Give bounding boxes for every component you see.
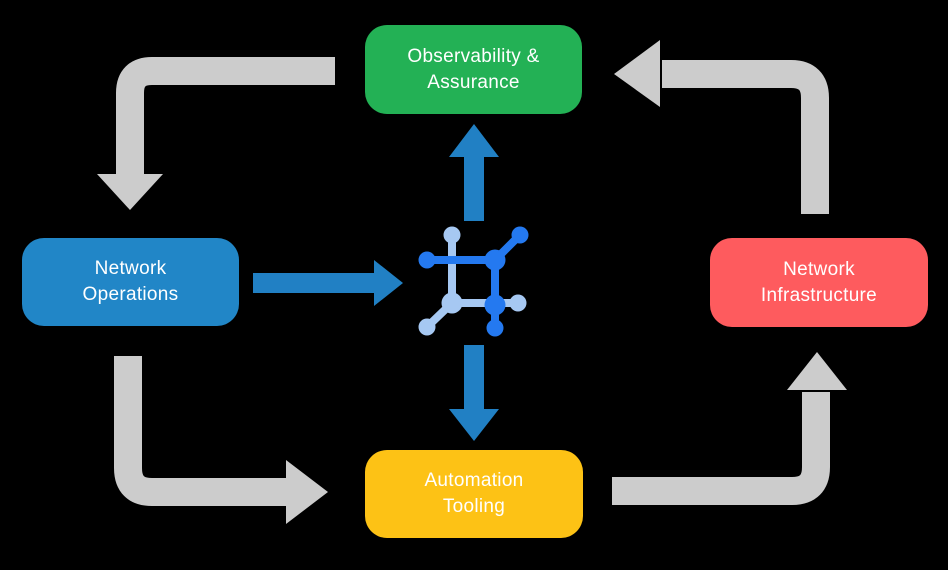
arrowhead-down-icon xyxy=(449,409,499,441)
cycle-arrow-infrastructure-to-observability xyxy=(614,40,829,214)
cycle-arrow-automation-to-infrastructure xyxy=(612,352,847,505)
network-node-icon-light-nodes xyxy=(418,226,527,336)
node-label-line1: Observability & xyxy=(407,45,540,67)
node-label-line1: Automation xyxy=(424,470,524,492)
network-node-icon xyxy=(418,226,529,337)
flow-arrow-operations-to-hub xyxy=(253,260,403,306)
arrowhead-down-icon xyxy=(97,174,163,210)
arrowhead-right-icon xyxy=(374,260,403,306)
cycle-arrow-operations-to-automation xyxy=(114,356,328,524)
network-node-icon-dark-nodes xyxy=(418,226,529,337)
node-label-line2: Assurance xyxy=(427,71,520,93)
node-label-line2: Infrastructure xyxy=(760,284,878,306)
node-label-line1: Network xyxy=(94,258,167,280)
arrowhead-right-icon xyxy=(286,460,328,524)
arrowhead-left-icon xyxy=(614,40,660,107)
node-label-line2: Operations xyxy=(82,284,179,305)
node-label-line2: Tooling xyxy=(442,496,506,517)
flow-arrow-hub-to-automation xyxy=(449,345,499,441)
cycle-arrow-observability-to-operations xyxy=(97,57,335,210)
flow-arrow-hub-to-observability xyxy=(449,124,499,221)
arrowhead-up-icon xyxy=(787,352,847,390)
node-label-line1: Network xyxy=(783,258,855,280)
arrowhead-up-icon xyxy=(449,124,499,157)
node-automation-tooling: Automation Tooling xyxy=(365,450,583,538)
node-observability-assurance: Observability & Assurance xyxy=(365,25,582,114)
node-network-operations: Network Operations xyxy=(22,238,239,326)
node-network-infrastructure: Network Infrastructure xyxy=(710,238,928,327)
